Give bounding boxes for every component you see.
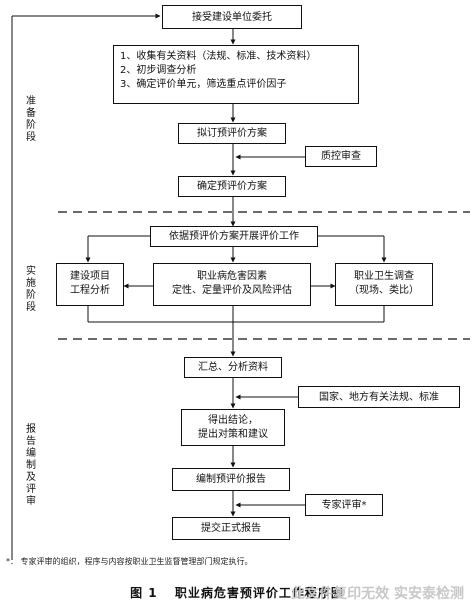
prep-step-3: 3、确定评价单元，筛选重点评价因子 [120, 79, 287, 90]
stage-label-prep: 准备阶段 [26, 96, 36, 143]
box-laws-standards: 国家、地方有关法规、标准 [298, 386, 460, 408]
box-project-analysis: 建设项目 工程分析 [56, 263, 124, 306]
box-health-survey: 职业卫生调查 （现场、类比） [335, 263, 433, 306]
prep-step-1: 1、收集有关资料（法规、标准、技术资料） [120, 51, 317, 62]
stage-label-report: 报告编制及评审 [26, 424, 36, 507]
conclude-line-1: 得出结论， [208, 415, 258, 426]
box-draft-plan: 拟订预评价方案 [178, 123, 286, 144]
project-line-2: 工程分析 [70, 285, 110, 296]
project-line-1: 建设项目 [70, 271, 110, 282]
box-submit-report: 提交正式报告 [172, 517, 290, 540]
figure-number: 图 1 [130, 586, 158, 600]
watermark-text: 此文件复印无效 实安泰检测 [291, 586, 464, 602]
stage-label-impl: 实施阶段 [26, 266, 36, 313]
footnote: *： 专家评审的组织，程序与内容按职业卫生监督管理部门规定执行。 [6, 557, 253, 566]
survey-line-2: （现场、类比） [349, 285, 419, 296]
survey-line-1: 职业卫生调查 [354, 271, 414, 282]
hazard-line-2: 定性、定量评价及风险评估 [172, 285, 292, 296]
box-summarize-data: 汇总、分析资料 [184, 357, 282, 378]
figure-caption: 图 1 职业病危害预评价工作程序图 [0, 584, 474, 601]
box-hazard-evaluation: 职业病危害因素 定性、定量评价及风险评估 [153, 263, 311, 306]
conclude-line-2: 提出对策和建议 [198, 429, 268, 440]
figure-title: 职业病危害预评价工作程序图 [174, 586, 344, 600]
box-preparation-steps: 1、收集有关资料（法规、标准、技术资料） 2、初步调查分析 3、确定评价单元，筛… [113, 45, 359, 104]
box-expert-review: 专家评审* [305, 494, 383, 516]
box-confirm-plan: 确定预评价方案 [178, 176, 286, 197]
prep-step-2: 2、初步调查分析 [120, 65, 197, 76]
box-quality-review: 质控审查 [305, 146, 377, 167]
box-start-evaluation: 依据预评价方案开展评价工作 [150, 226, 318, 247]
box-conclusions: 得出结论， 提出对策和建议 [181, 409, 285, 446]
box-accept-commission: 接受建设单位委托 [162, 5, 302, 29]
box-compile-report: 编制预评价报告 [172, 468, 290, 491]
hazard-line-1: 职业病危害因素 [197, 271, 267, 282]
